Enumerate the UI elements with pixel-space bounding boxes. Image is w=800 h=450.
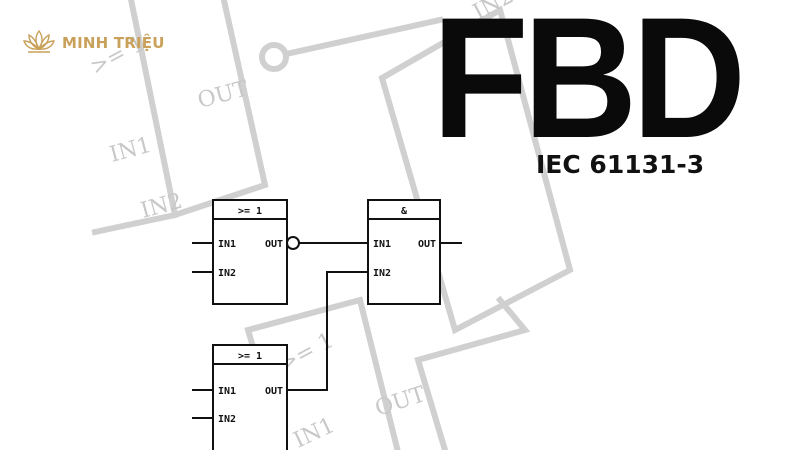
- block-frame: [367, 199, 441, 305]
- block-or-2-title: >= 1: [238, 351, 262, 362]
- standard-subtitle: IEC 61131-3: [536, 150, 705, 179]
- watermark-wire-2: [91, 211, 179, 236]
- brand-logo[interactable]: MINH TRIỆU: [22, 28, 165, 58]
- negation-circle: [286, 236, 300, 250]
- watermark-label: IN1: [107, 133, 154, 168]
- block-and-in1-label: IN1: [373, 239, 391, 250]
- block-and-out-label: OUT: [418, 239, 436, 250]
- watermark-label: IN2: [138, 189, 185, 224]
- watermark-block-1: [128, 0, 269, 219]
- block-or-1-out-label: OUT: [265, 239, 283, 250]
- block-and-in2-label: IN2: [373, 268, 391, 279]
- watermark-wire-1: [282, 16, 444, 58]
- block-and-title: &: [401, 206, 408, 217]
- block-or-2: [192, 344, 288, 450]
- block-labels: >= 1 IN1 IN2 OUT & IN1 IN2 OUT >= 1 IN1 …: [218, 206, 436, 425]
- block-and: [367, 199, 462, 305]
- block-or-1-title: >= 1: [238, 206, 262, 217]
- block-or-1: [192, 199, 300, 305]
- block-or-2-in2-label: IN2: [218, 414, 236, 425]
- brand-name: MINH TRIỆU: [62, 34, 165, 52]
- watermark-negation-circle: [259, 42, 289, 72]
- lotus-icon: [22, 28, 56, 58]
- block-or-1-in2-label: IN2: [218, 268, 236, 279]
- watermark-label: OUT: [195, 76, 251, 113]
- watermark-wire-3: [414, 295, 531, 450]
- watermark-label: IN1: [290, 413, 339, 450]
- block-or-1-in1-label: IN1: [218, 239, 236, 250]
- block-frame: [212, 199, 288, 305]
- block-frame: [212, 344, 288, 450]
- connection-or2-to-and: [287, 271, 368, 391]
- block-or-2-in1-label: IN1: [218, 386, 236, 397]
- fbd-main: [192, 199, 462, 450]
- page-title: FBD: [432, 0, 746, 174]
- block-or-2-out-label: OUT: [265, 386, 283, 397]
